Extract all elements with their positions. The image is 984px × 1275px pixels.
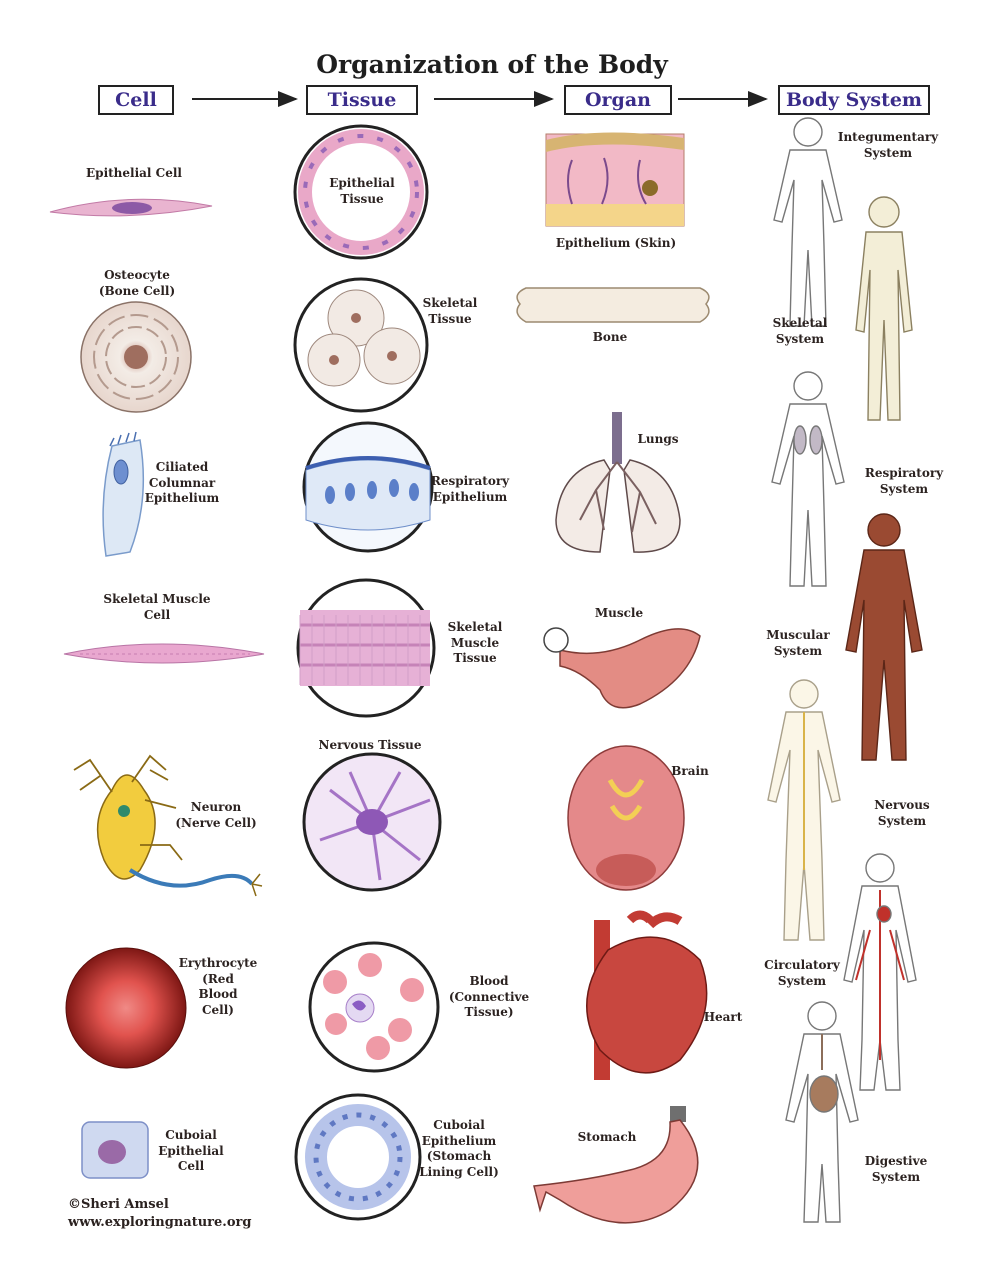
- label-lungs: Lungs: [630, 432, 686, 448]
- label-respiratory-system: RespiratorySystem: [858, 466, 950, 497]
- nervous-system-figure: [768, 680, 840, 940]
- label-stomach: Stomach: [572, 1130, 642, 1146]
- muscle-organ-image: [544, 628, 700, 708]
- epithelial-cell-image: [50, 199, 212, 216]
- credit-author: ©Sheri Amsel: [68, 1196, 251, 1214]
- label-cuboidal-epithelium: CuboialEpithelium(StomachLining Cell): [414, 1118, 504, 1180]
- erythrocyte-image: [66, 948, 186, 1068]
- label-blood-tissue: Blood(ConnectiveTissue): [444, 974, 534, 1021]
- blood-tissue-image: [310, 943, 438, 1071]
- label-erythrocyte: Erythrocyte(RedBloodCell): [176, 956, 260, 1018]
- label-cuboidal-epithelial-cell: CuboialEpithelialCell: [150, 1128, 232, 1175]
- label-osteocyte: Osteocyte(Bone Cell): [82, 268, 192, 299]
- label-muscle: Muscle: [588, 606, 650, 622]
- label-nervous-tissue: Nervous Tissue: [314, 738, 426, 754]
- credit: ©Sheri Amsel www.exploringnature.org: [68, 1196, 251, 1232]
- skeletal-muscle-tissue-image: [298, 580, 434, 716]
- label-respiratory-epithelium: RespiratoryEpithelium: [426, 474, 514, 505]
- label-epithelial-cell: Epithelial Cell: [74, 166, 194, 182]
- label-skeletal-system: SkeletalSystem: [768, 316, 832, 347]
- heart-organ-image: [587, 915, 707, 1080]
- label-bone: Bone: [580, 330, 640, 346]
- respiratory-system-figure: [772, 372, 844, 586]
- label-heart: Heart: [698, 1010, 748, 1026]
- label-circulatory-system: CirculatorySystem: [760, 958, 844, 989]
- label-neuron: Neuron(Nerve Cell): [170, 800, 262, 831]
- label-skeletal-muscle-tissue: SkeletalMuscleTissue: [440, 620, 510, 667]
- label-nervous-system: NervousSystem: [866, 798, 938, 829]
- label-skin: Epithelium (Skin): [548, 236, 684, 252]
- cuboidal-epithelial-cell-image: [82, 1122, 148, 1178]
- label-skeletal-tissue: SkeletalTissue: [414, 296, 486, 327]
- label-brain: Brain: [664, 764, 716, 780]
- label-ciliated-columnar-epithelium: CiliatedColumnarEpithelium: [136, 460, 228, 507]
- integumentary-system-figure: [774, 118, 842, 326]
- skeletal-muscle-cell-image: [64, 644, 264, 663]
- respiratory-epithelium-image: [304, 423, 432, 551]
- osteocyte-image: [81, 302, 191, 412]
- skeletal-system-figure: [856, 197, 912, 420]
- circulatory-system-figure: [844, 854, 916, 1090]
- label-integumentary-system: IntegumentarySystem: [836, 130, 940, 161]
- skin-organ-image: [546, 132, 684, 226]
- muscular-system-figure: [846, 514, 922, 760]
- bone-organ-image: [517, 288, 709, 322]
- digestive-system-figure: [786, 1002, 858, 1222]
- stomach-organ-image: [534, 1106, 698, 1223]
- cuboidal-epithelium-tissue-image: [296, 1095, 420, 1219]
- skeletal-tissue-image: [295, 279, 427, 411]
- label-muscular-system: MuscularSystem: [764, 628, 832, 659]
- label-skeletal-muscle-cell: Skeletal MuscleCell: [92, 592, 222, 623]
- label-epithelial-tissue: EpithelialTissue: [322, 176, 402, 207]
- credit-website: www.exploringnature.org: [68, 1214, 251, 1232]
- nervous-tissue-image: [304, 754, 440, 890]
- label-digestive-system: DigestiveSystem: [860, 1154, 932, 1185]
